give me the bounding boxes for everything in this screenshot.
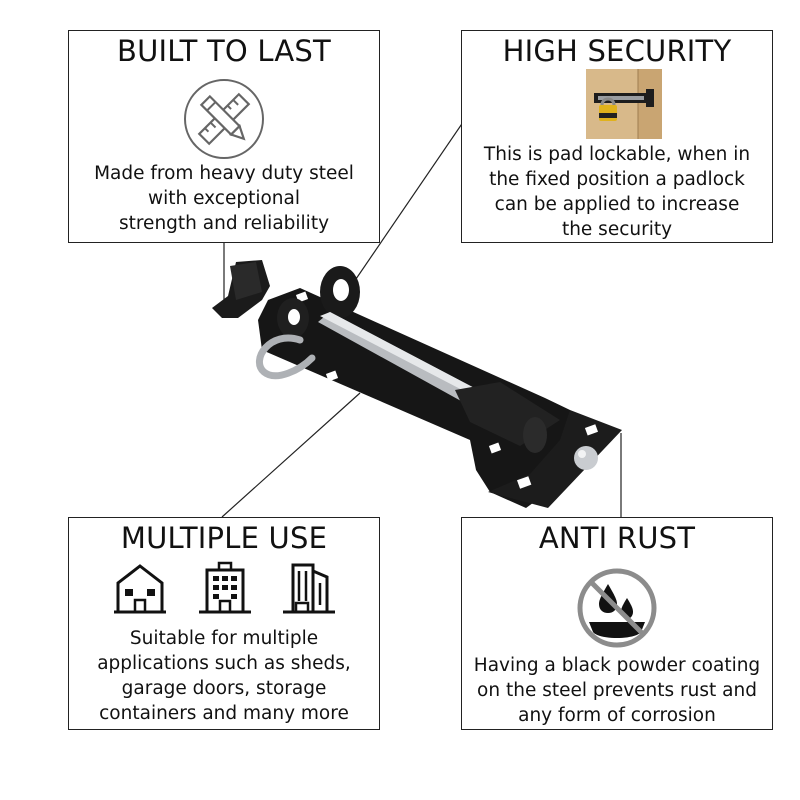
office-building-icon — [283, 563, 335, 614]
panel-title: ANTI RUST — [538, 521, 696, 555]
panel-desc-line: garage doors, storage — [121, 678, 327, 699]
connector-security — [342, 111, 471, 299]
panel-title: MULTIPLE USE — [120, 521, 328, 555]
panel-high-security: HIGH SECURITY This is pad lockable, when… — [461, 30, 773, 243]
panel-desc-line: with exceptional — [147, 188, 301, 209]
panel-desc-line: Having a black powder coating — [473, 655, 761, 676]
bolt-keeper-side — [230, 262, 262, 300]
bolt-tip — [574, 446, 598, 470]
connector-multiple — [221, 392, 361, 518]
panel-desc-line: can be applied to increase — [494, 194, 740, 215]
bolt-backplate — [258, 288, 578, 508]
apartment-building-icon — [199, 561, 251, 614]
panel-desc-line: Made from heavy duty steel — [94, 163, 354, 184]
panel-desc-line: strength and reliability — [118, 213, 330, 234]
panel-desc-line: This is pad lockable, when in — [483, 144, 751, 165]
panel-desc-line: the security — [561, 219, 673, 240]
panel-desc-line: applications such as sheds, — [97, 653, 351, 674]
padlocked-bolt-photo — [586, 69, 662, 139]
panel-title: HIGH SECURITY — [502, 34, 732, 68]
panel-desc-line: any form of corrosion — [518, 705, 716, 726]
ruler-pencil-icon — [184, 79, 264, 159]
house-icon — [114, 564, 166, 614]
panel-multiple-use: MULTIPLE USE Suitable for multiple appli… — [68, 517, 380, 730]
no-water-drops-icon — [577, 568, 657, 648]
panel-desc-line: containers and many more — [99, 703, 349, 724]
panel-desc-line: Suitable for multiple — [129, 628, 319, 649]
panel-anti-rust: ANTI RUST Having a black powder coating … — [461, 517, 773, 730]
panel-desc-line: on the steel prevents rust and — [477, 680, 757, 701]
panel-built-to-last: BUILT TO LAST Made from heavy duty steel… — [68, 30, 380, 243]
bolt-handle — [256, 334, 316, 380]
panel-title: BUILT TO LAST — [117, 34, 331, 68]
panel-desc-line: the fixed position a padlock — [489, 169, 745, 190]
